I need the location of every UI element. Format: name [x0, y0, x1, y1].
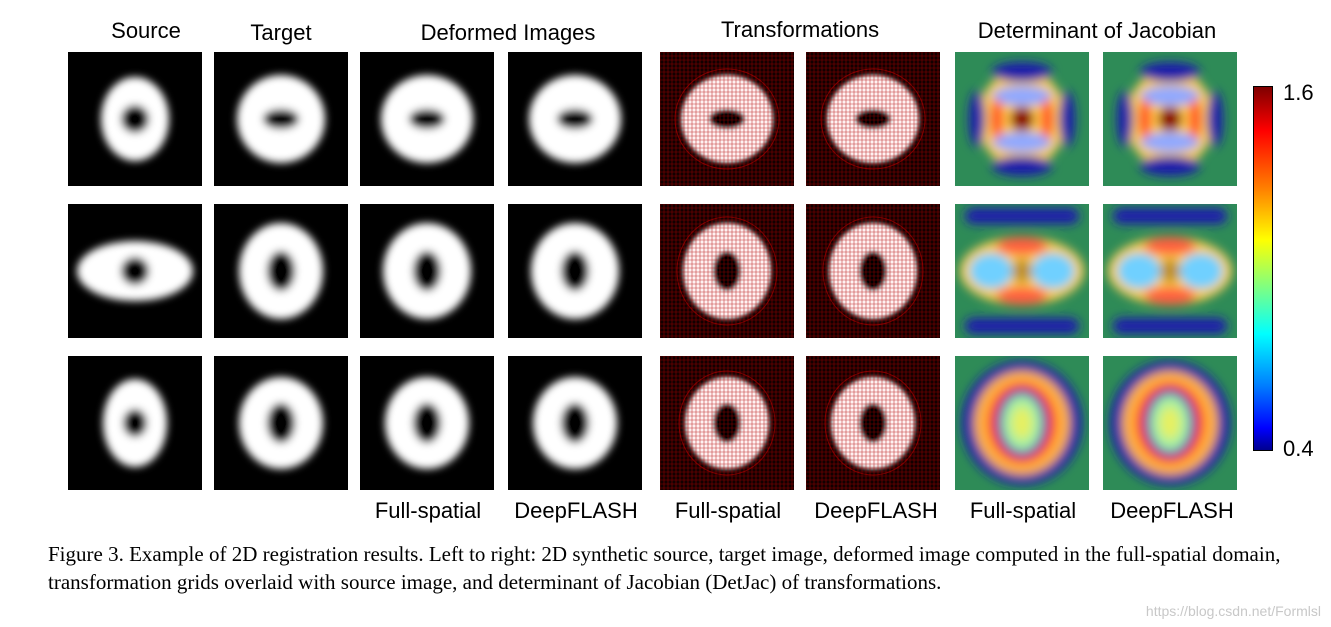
panel-row3-transform-full-spatial: [660, 356, 794, 490]
figure-caption: Figure 3. Example of 2D registration res…: [48, 542, 1281, 594]
panel-row1-source: [68, 52, 202, 186]
panel-row1-transform-full-spatial: [660, 52, 794, 186]
header-target: Target: [250, 20, 312, 45]
panel-row1-target: [214, 52, 348, 186]
footer-deepflash-deformed: DeepFLASH: [514, 498, 638, 523]
panel-row3-deformed-deepflash: [508, 356, 642, 490]
panel-row2-target: [214, 204, 348, 338]
colorbar: [1253, 86, 1273, 451]
panel-row3-deformed-full-spatial: [360, 356, 494, 490]
colorbar-min-label: 0.4: [1283, 436, 1314, 461]
footer-full-spatial-transform: Full-spatial: [674, 498, 782, 523]
panel-row3-transform-deepflash: [806, 356, 940, 490]
panel-row2-detjac-full-spatial: [955, 204, 1089, 338]
header-transformations: Transformations: [720, 17, 880, 42]
panel-row2-deformed-deepflash: [508, 204, 642, 338]
panel-row1-deformed-deepflash: [508, 52, 642, 186]
footer-full-spatial-deformed: Full-spatial: [374, 498, 482, 523]
watermark: https://blog.csdn.net/Formlsl: [1145, 603, 1321, 619]
panel-row3-detjac-full-spatial: [955, 356, 1089, 490]
header-source: Source: [111, 18, 181, 43]
panel-row3-source: [68, 356, 202, 490]
panel-row2-detjac-deepflash: [1103, 204, 1237, 338]
panel-row1-detjac-deepflash: [1103, 52, 1237, 186]
header-determinant-of-jacobian: Determinant of Jacobian: [977, 18, 1217, 43]
panel-row2-source: [68, 204, 202, 338]
panel-row1-transform-deepflash: [806, 52, 940, 186]
panel-row2-transform-full-spatial: [660, 204, 794, 338]
colorbar-max-label: 1.6: [1283, 80, 1314, 105]
footer-deepflash-transform: DeepFLASH: [814, 498, 938, 523]
header-deformed-images: Deformed Images: [420, 20, 596, 45]
footer-full-spatial-detjac: Full-spatial: [969, 498, 1077, 523]
panel-row1-detjac-full-spatial: [955, 52, 1089, 186]
panel-row1-deformed-full-spatial: [360, 52, 494, 186]
panel-row2-deformed-full-spatial: [360, 204, 494, 338]
footer-deepflash-detjac: DeepFLASH: [1110, 498, 1234, 523]
panel-row2-transform-deepflash: [806, 204, 940, 338]
panel-row3-detjac-deepflash: [1103, 356, 1237, 490]
panel-row3-target: [214, 356, 348, 490]
